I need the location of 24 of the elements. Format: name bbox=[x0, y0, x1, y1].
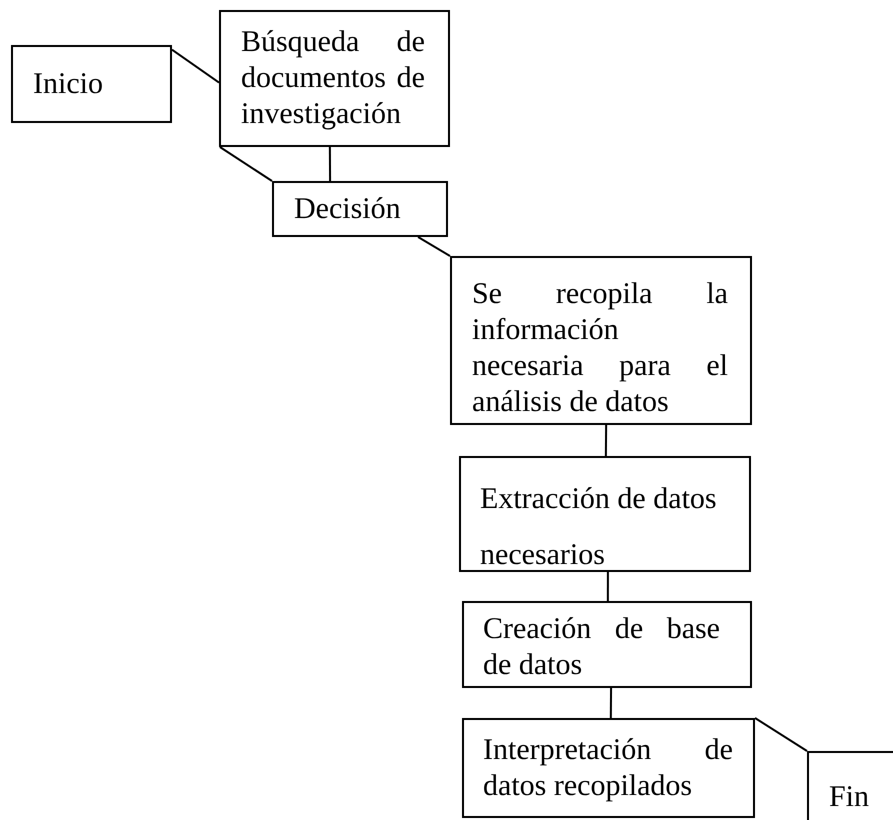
connector-line bbox=[754, 717, 808, 752]
end-box bbox=[807, 751, 893, 820]
connector-line bbox=[610, 688, 612, 718]
node-text: Interpretación de datos recopilados bbox=[483, 732, 733, 804]
node-text: Búsqueda de documentos de investigación bbox=[241, 24, 425, 132]
decision-box bbox=[272, 181, 448, 237]
node-text: Inicio bbox=[33, 66, 104, 102]
connector-line bbox=[606, 572, 609, 601]
node-text: Extracción de datos necesarios bbox=[480, 481, 718, 573]
connector-line bbox=[604, 424, 608, 456]
process-box bbox=[462, 601, 752, 688]
connector-line bbox=[418, 236, 451, 257]
connector-line bbox=[171, 48, 220, 84]
node-text: Decisión bbox=[294, 191, 402, 227]
connector-line bbox=[328, 147, 332, 181]
process-box bbox=[462, 718, 755, 818]
process-box bbox=[459, 456, 751, 572]
process-box bbox=[219, 10, 450, 147]
node-text: Creación de base de datos bbox=[483, 611, 720, 683]
connector-line bbox=[219, 146, 273, 182]
start-box bbox=[11, 45, 172, 123]
node-text: Se recopila la información necesaria para el análisis de datos bbox=[472, 276, 728, 420]
node-text: Fin bbox=[829, 779, 870, 815]
process-box bbox=[450, 256, 752, 425]
